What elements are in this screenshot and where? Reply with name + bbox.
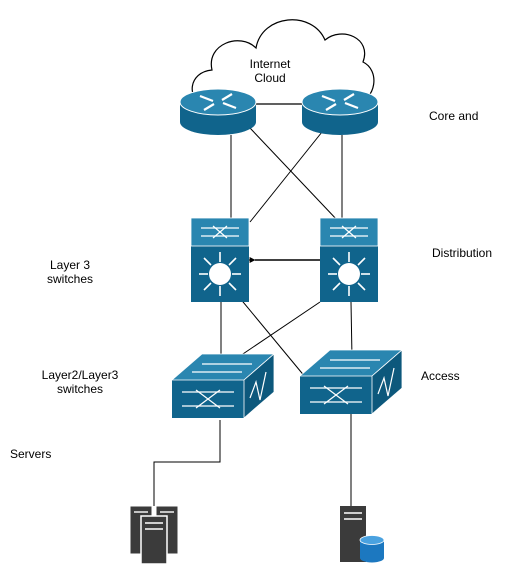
cloud-label-line1: Internet [238,57,302,71]
distribution-label: Distribution [432,246,492,260]
layer3-label: Layer 3 switches [36,258,104,286]
workgroup-switch-icon [300,350,402,414]
layer3-label-line1: Layer 3 [36,258,104,272]
layer3-switch-icon [320,218,378,302]
link-a1-server [154,420,220,506]
database-server-icon [340,506,384,563]
router-icon [302,89,378,135]
cloud-label-line2: Cloud [238,71,302,85]
servers-label: Servers [10,447,51,461]
link-r1-s2 [250,128,339,222]
workgroup-switch-icon [172,354,274,418]
server-rack-icon [130,506,178,564]
links [154,128,358,506]
link-r2-s1 [250,132,322,222]
link-s2-a1 [231,302,320,362]
layer3-switch-icon [191,218,249,302]
layer23-label: Layer2/Layer3 switches [34,368,126,396]
router-icon [180,89,256,135]
access-label: Access [421,369,460,383]
layer3-label-line2: switches [36,272,104,286]
cloud-label: Internet Cloud [238,57,302,85]
layer23-label-line2: switches [34,382,126,396]
layer23-label-line1: Layer2/Layer3 [34,368,126,382]
core-label: Core and [429,109,478,123]
